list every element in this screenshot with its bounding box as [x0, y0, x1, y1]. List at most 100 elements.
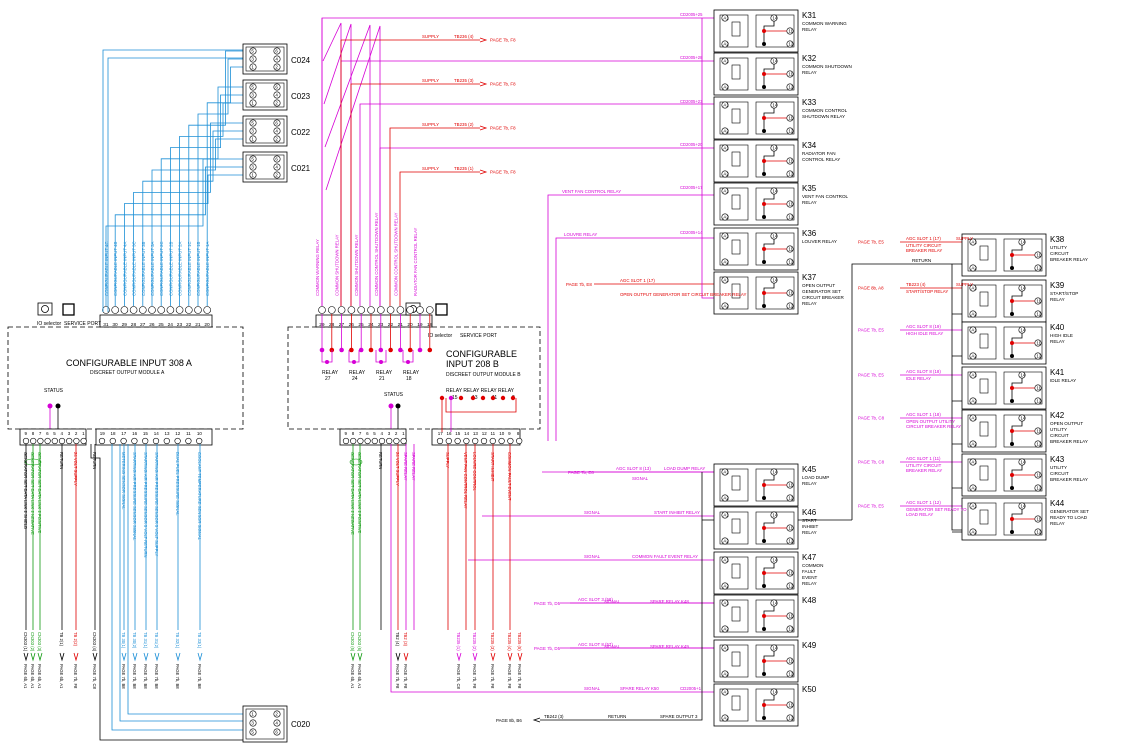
relay-feed: TB223 (4)	[906, 282, 926, 287]
module-a-top-terminal	[120, 306, 129, 314]
module-b-bottom-terminal	[342, 437, 350, 445]
wire	[23, 652, 29, 662]
terminal-label: 11	[788, 159, 793, 164]
module-b-bottom-signal: SPARE RELAY	[403, 452, 408, 481]
terminal-label: 14	[772, 601, 778, 606]
module-a-top-signal: CONFIGURABLE INPUT 3C	[132, 241, 137, 296]
module-a-bottom-number: 13	[165, 431, 171, 436]
module-a-top-signal: CONFIGURABLE INPUT 2C	[159, 241, 164, 296]
relay-id: K31	[802, 11, 817, 20]
io-selector-a-icon[interactable]	[41, 305, 49, 313]
module-a-bottom-terminal	[37, 437, 44, 445]
terminal	[786, 157, 794, 165]
module-a-top-terminal	[166, 306, 175, 314]
module-b-bottom-ref: PAGE 7b, F8	[507, 664, 512, 689]
terminal	[1034, 251, 1042, 259]
module-b-bottom-number: 4	[381, 431, 384, 436]
relay-coil-frame	[719, 468, 749, 502]
terminal	[249, 47, 257, 55]
module-b-bottom-signal: COMMON FAULT EVENT	[507, 452, 512, 501]
relay-code: CD2005+14	[680, 230, 703, 235]
wire	[763, 283, 775, 306]
relay-contact-dot	[368, 347, 374, 353]
terminal-label: A2	[723, 260, 729, 265]
relay-contact-dot	[325, 360, 329, 364]
terminal-label: 3	[251, 57, 254, 62]
terminal-label: 14	[772, 690, 778, 695]
return-label: RETURN	[912, 258, 931, 263]
module-a-bottom-number: 14	[154, 431, 160, 436]
terminal-label: 3	[251, 721, 254, 726]
terminal	[721, 714, 729, 722]
module-b-relay-label: 27	[325, 376, 331, 382]
connector-inner	[245, 154, 285, 180]
relay-contact-dot	[762, 42, 766, 46]
relay-description: CIRCUIT BREAKER	[802, 295, 844, 300]
module-b-bottom-terminal	[364, 437, 371, 445]
relay-code: CD2005+23	[680, 99, 703, 104]
terminal-label: A2	[971, 442, 977, 447]
terminal-label: A2	[723, 672, 729, 677]
module-b-top-signal: COMMON WARNING RELAY	[315, 239, 320, 296]
module-a-top-number: 26	[149, 322, 155, 328]
module-b-bottom-signal: RETURN	[378, 452, 383, 469]
relay-contact-dot	[398, 347, 403, 353]
module-a-bottom-number: 18	[111, 431, 117, 436]
module-b-bottom-ref: PAGE 7b, F8	[517, 664, 522, 689]
module-a-bottom-ref: PAGE 6b, A1	[59, 664, 64, 689]
wire	[359, 103, 721, 306]
module-b-top-terminal	[357, 306, 366, 314]
terminal-label: 12	[788, 260, 794, 265]
terminal-label: 12	[788, 304, 794, 309]
terminal-label: 12	[788, 627, 794, 632]
relay-feed: AGC SLOT 1 (18)	[906, 412, 941, 417]
wire	[763, 695, 775, 718]
module-b-subtitle: DISCREET OUTPUT MODULE B	[446, 372, 521, 378]
terminal	[786, 70, 794, 78]
module-b-bottom-number: 7	[359, 431, 362, 436]
module-b-bottom-ref: PAGE 7b, C8	[456, 664, 461, 689]
service-port-a-icon[interactable]	[62, 303, 75, 316]
relay-coil-frame	[719, 556, 749, 590]
module-a-top-terminal	[111, 306, 119, 314]
relay-contact-dot	[417, 347, 423, 353]
module-b-relay-label: RELAY	[349, 370, 366, 376]
terminal	[273, 163, 281, 171]
terminal	[721, 276, 729, 284]
module-a-bottom-number: 12	[175, 431, 181, 436]
relay-description: RELAY	[802, 581, 817, 586]
terminal-label: A2	[971, 354, 977, 359]
relay-note: OPEN OUTPUT UTILITY	[906, 419, 955, 424]
relay-description: IDLE RELAY	[1050, 378, 1076, 383]
terminal-label: 2	[275, 101, 278, 106]
terminal	[273, 171, 281, 179]
terminal	[969, 502, 977, 510]
service-port-b-icon[interactable]	[435, 303, 448, 316]
module-b-bottom-terminal	[489, 437, 496, 445]
relay-description: GENERATOR SET	[802, 289, 841, 294]
module-a-top-signal: CONFIGURABLE INPUT 2B	[168, 242, 173, 296]
supply-label: SUPPLY	[422, 166, 439, 171]
supply-label: SUPPLY	[422, 34, 439, 39]
relay-description: RELAY	[802, 530, 817, 535]
module-a-top-number: 31	[103, 322, 109, 328]
wire	[763, 151, 775, 174]
module-a-bottom-signal: STARTING AIR PRESSURE SENSOR 5 VOLT RETU…	[143, 452, 148, 558]
relay-contact-dot	[1010, 253, 1014, 257]
module-a-bottom-terminal	[44, 437, 51, 445]
relay-contact-dot	[762, 85, 766, 89]
relay-code: CD2005+1	[680, 686, 702, 691]
module-a-bottom-terminal	[185, 437, 192, 445]
terminal-label: A2	[971, 530, 977, 535]
terminal	[721, 83, 729, 91]
relay-id: K39	[1050, 281, 1065, 290]
wire	[390, 444, 721, 693]
terminal	[1034, 484, 1042, 492]
relay-coil	[731, 518, 741, 534]
relay-id: K48	[802, 596, 817, 605]
relay-description: GENERATOR SET	[1050, 509, 1089, 514]
relay-coil-frame	[719, 57, 749, 91]
wire	[763, 651, 775, 674]
